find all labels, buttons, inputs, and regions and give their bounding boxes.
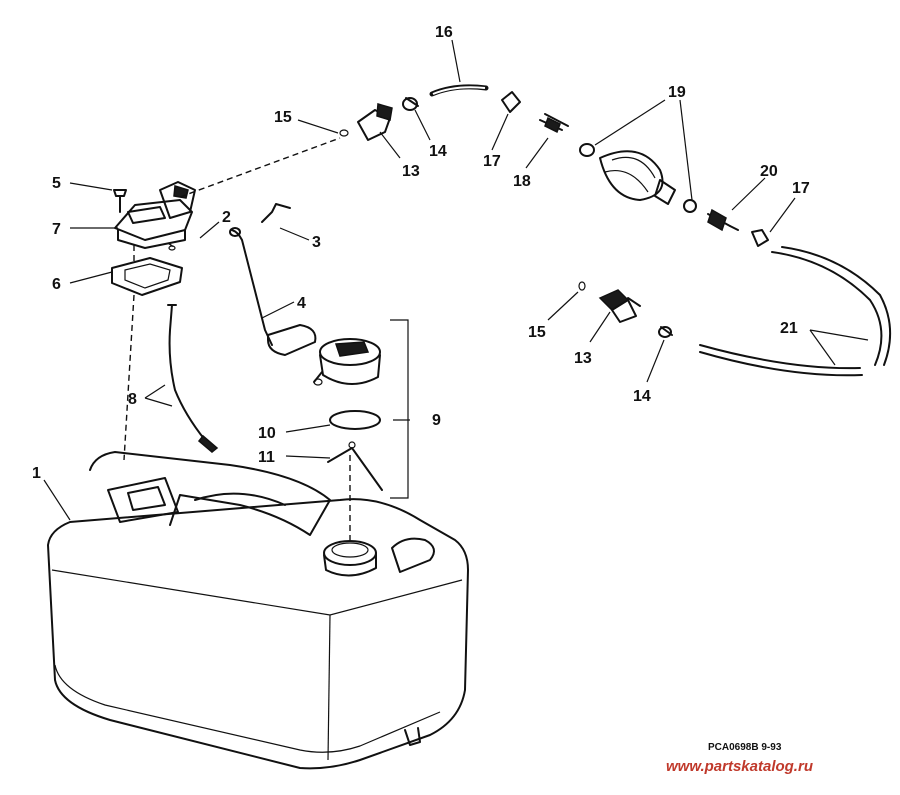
hose-short-inner (432, 86, 486, 95)
pickup-tube (167, 304, 219, 453)
callout-14-top: 14 (429, 143, 447, 160)
callout-7: 7 (52, 221, 61, 238)
clamp-top (402, 97, 419, 111)
callout-13-lower: 13 (574, 350, 592, 367)
callout-16: 16 (435, 24, 453, 41)
callout-20: 20 (760, 163, 778, 180)
retainer (327, 441, 383, 491)
o-ring-top (339, 129, 349, 137)
connector-lower (598, 289, 641, 323)
watermark: www.partskatalog.ru (666, 758, 813, 775)
primer-bulb (579, 143, 697, 213)
gasket (111, 257, 183, 296)
callout-19: 19 (668, 84, 686, 101)
o-ring-lower (578, 281, 586, 291)
clamp-17b (751, 229, 769, 247)
fuel-tank (47, 451, 469, 770)
o-ring-small (168, 245, 176, 251)
callout-6: 6 (52, 276, 61, 293)
callout-17-top: 17 (483, 153, 501, 170)
group-bracket (390, 319, 409, 499)
fitting-20 (707, 208, 739, 232)
callout-14-lower: 14 (633, 388, 651, 405)
callout-15-lower: 15 (528, 324, 546, 341)
callout-21: 21 (780, 320, 798, 337)
cap-gasket (329, 410, 381, 430)
callout-4: 4 (297, 295, 306, 312)
callout-5: 5 (52, 175, 61, 192)
callout-11: 11 (258, 449, 275, 466)
callout-9: 9 (432, 412, 441, 429)
callout-15-top: 15 (274, 109, 292, 126)
clamp-lower (658, 326, 673, 338)
callout-2: 2 (222, 209, 231, 226)
callout-18: 18 (513, 173, 531, 190)
callout-8: 8 (128, 391, 137, 408)
fuel-gauge-sending-unit (114, 181, 196, 249)
callout-17-right: 17 (792, 180, 810, 197)
drawing-code: PCA0698B 9-93 (708, 742, 782, 753)
float-arm (229, 227, 317, 356)
fill-cap (313, 338, 381, 386)
clamp-17a (501, 91, 521, 113)
callout-3: 3 (312, 234, 321, 251)
callout-13-top: 13 (402, 163, 420, 180)
leader-lines (43, 39, 869, 521)
fuel-line-long (699, 246, 892, 377)
connector-top (357, 103, 393, 141)
callout-1: 1 (32, 465, 41, 482)
callout-labels: 1 2 3 4 5 6 7 8 9 10 11 15 13 14 16 17 1… (32, 24, 810, 482)
fitting (539, 113, 569, 134)
screw (113, 189, 127, 213)
callout-10: 10 (258, 425, 276, 442)
float-arm-clip (261, 203, 291, 223)
